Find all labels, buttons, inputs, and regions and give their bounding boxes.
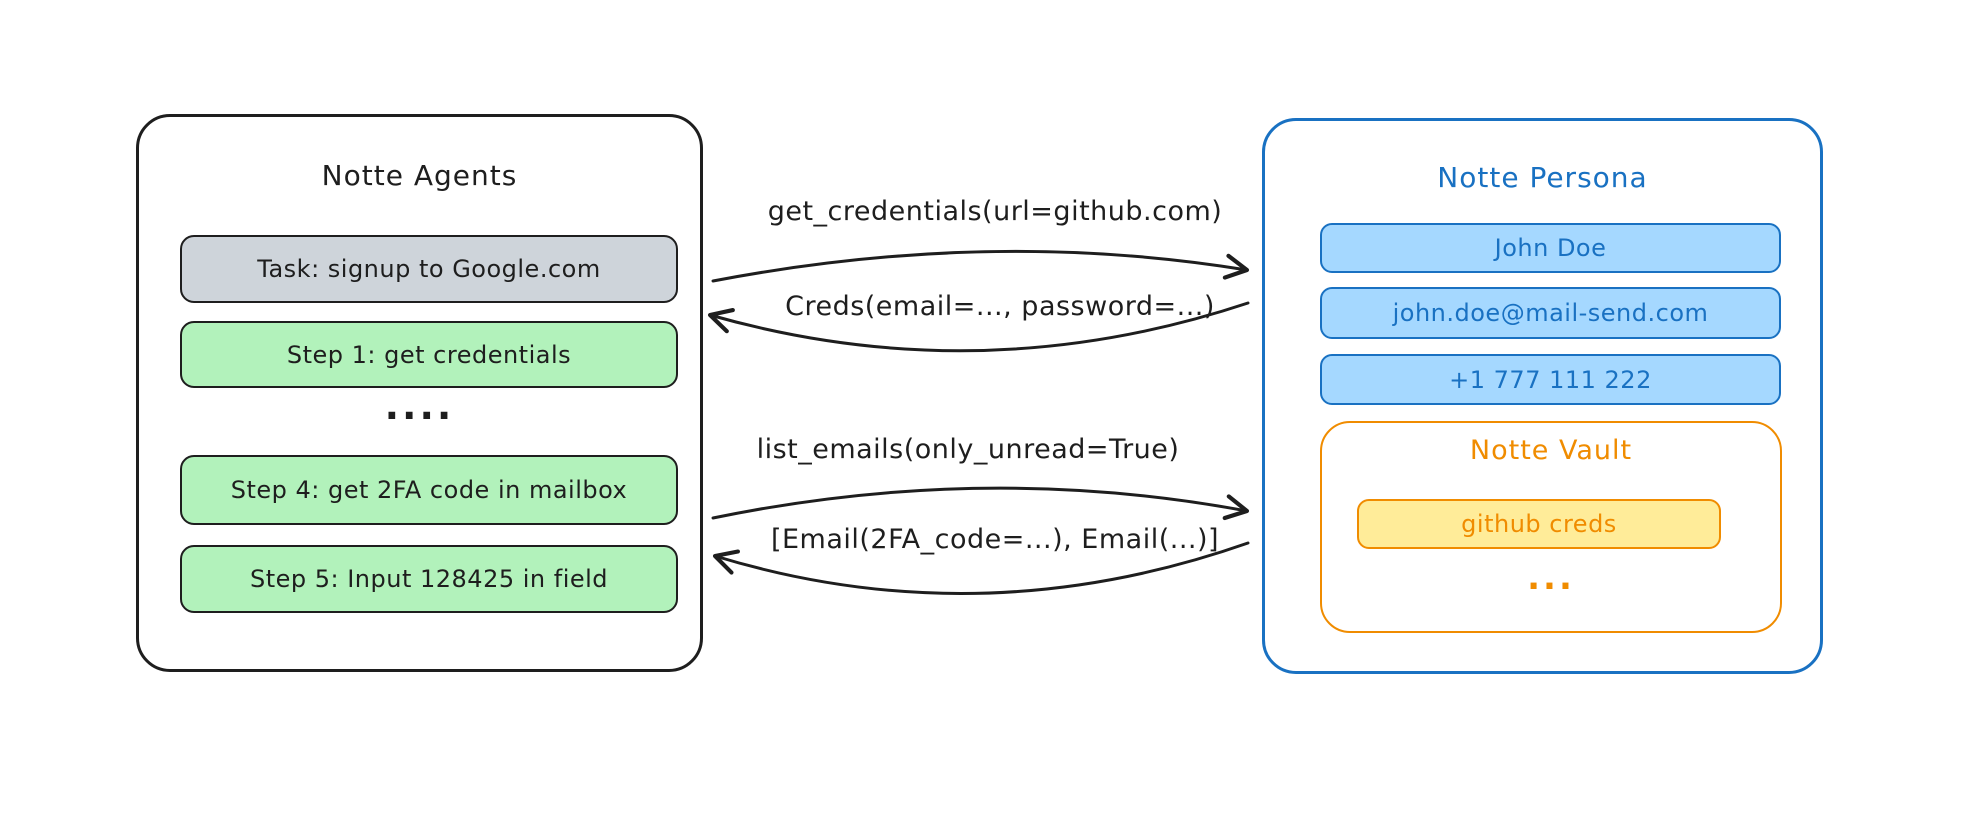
github-creds-box: github creds [1357, 499, 1721, 549]
notte-persona-panel: Notte Persona John Doe john.doe@mail-sen… [1262, 118, 1823, 674]
agents-panel-title: Notte Agents [321, 159, 518, 192]
task-box: Task: signup to Google.com [180, 235, 678, 303]
step-1-box: Step 1: get credentials [180, 321, 678, 388]
arrow-get-credentials [711, 249, 1250, 283]
step-5-box: Step 5: Input 128425 in field [180, 545, 678, 613]
label-get-credentials: get_credentials(url=github.com) [767, 196, 1223, 227]
persona-panel-title: Notte Persona [1437, 161, 1648, 194]
notte-agents-panel: Notte Agents Task: signup to Google.com … [136, 114, 703, 672]
step-4-box: Step 4: get 2FA code in mailbox [180, 455, 678, 525]
arrow-emails-response [712, 541, 1250, 595]
persona-phone-box: +1 777 111 222 [1320, 354, 1781, 405]
notte-vault-box: Notte Vault github creds ... [1320, 421, 1782, 633]
steps-ellipsis: .... [384, 384, 455, 428]
persona-email-box: john.doe@mail-send.com [1320, 287, 1781, 339]
arrow-creds-response [707, 301, 1250, 353]
label-emails-response: [Email(2FA_code=...), Email(...)] [770, 524, 1220, 555]
label-creds-response: Creds(email=..., password=...) [785, 291, 1215, 322]
arrow-list-emails [711, 486, 1250, 521]
label-list-emails: list_emails(only_unread=True) [756, 434, 1180, 465]
persona-name-box: John Doe [1320, 223, 1781, 273]
vault-title: Notte Vault [1469, 435, 1633, 466]
vault-ellipsis: ... [1527, 558, 1575, 598]
